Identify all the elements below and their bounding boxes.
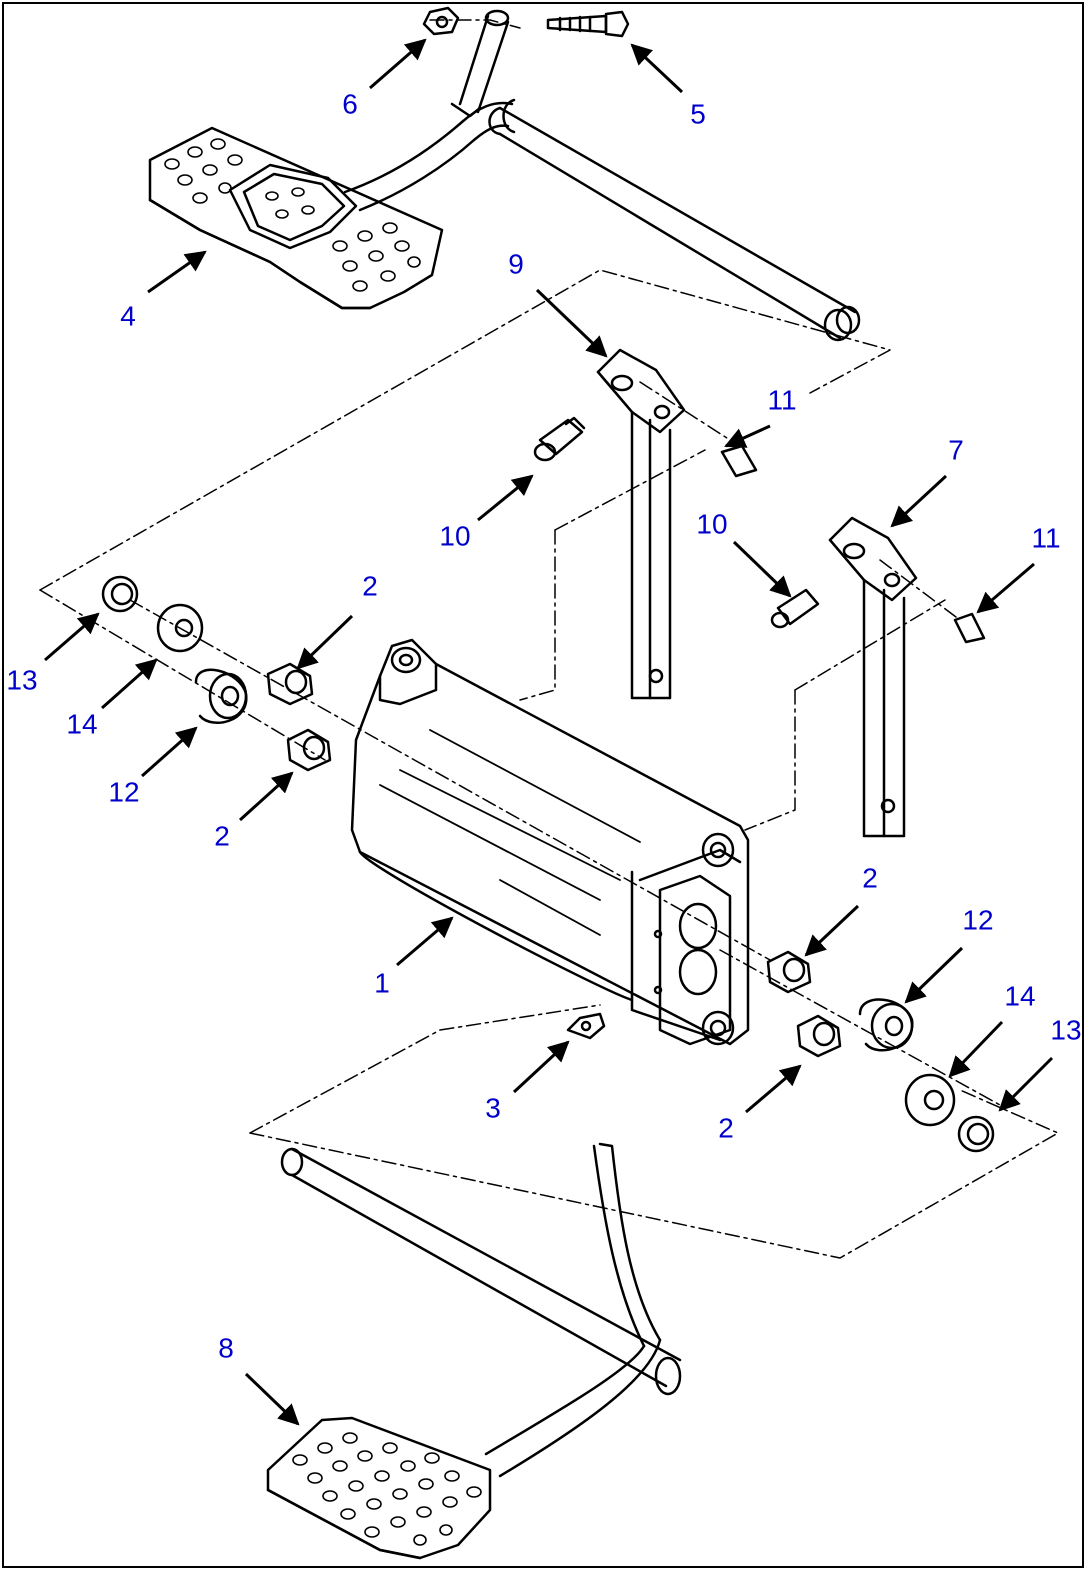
part-9-rod-end bbox=[596, 348, 686, 700]
callout-2: 2 bbox=[718, 1112, 734, 1143]
callout-8: 8 bbox=[218, 1332, 234, 1363]
part-12-spacer-right bbox=[858, 998, 914, 1052]
callout-5: 5 bbox=[690, 98, 706, 129]
callout-10: 10 bbox=[696, 508, 727, 539]
leader-arrow-12 bbox=[141, 726, 198, 778]
callout-11: 11 bbox=[767, 384, 796, 415]
callout-13: 13 bbox=[6, 664, 37, 695]
part-10-pin-lower bbox=[770, 588, 820, 629]
part-4-upper-pedal bbox=[148, 9, 861, 342]
leader-arrow-2 bbox=[745, 1064, 802, 1114]
leader-arrow-13 bbox=[44, 612, 100, 662]
leader-arrow-10 bbox=[732, 540, 792, 598]
part-5-bolt bbox=[546, 10, 630, 38]
callout-7: 7 bbox=[948, 434, 964, 465]
leader-arrow-4 bbox=[147, 250, 207, 294]
leader-arrow-11 bbox=[724, 424, 771, 448]
part-2-bushing-upper-right bbox=[766, 950, 812, 994]
part-6-nut bbox=[422, 6, 460, 36]
part-13-retaining-ring-right bbox=[957, 1115, 995, 1153]
leader-arrow-7 bbox=[890, 474, 948, 528]
leader-arrow-1 bbox=[396, 916, 454, 967]
part-8-lower-pedal bbox=[266, 1142, 682, 1560]
leader-arrow-2 bbox=[804, 904, 860, 957]
callout-2: 2 bbox=[362, 570, 378, 601]
callout-2: 2 bbox=[214, 820, 230, 851]
part-14-washer-right bbox=[904, 1073, 956, 1127]
leader-arrow-8 bbox=[244, 1372, 300, 1426]
part-3-fitting bbox=[566, 1012, 606, 1040]
leader-arrow-10 bbox=[477, 474, 534, 522]
callout-2: 2 bbox=[862, 862, 878, 893]
part-2-bushing-lower-right bbox=[796, 1014, 842, 1058]
leader-arrow-9 bbox=[535, 288, 608, 358]
part-1-valve-body bbox=[350, 638, 750, 1046]
part-12-spacer-left bbox=[194, 668, 248, 724]
callout-10: 10 bbox=[439, 520, 470, 551]
part-10-pin-upper bbox=[533, 416, 586, 462]
leader-arrow-2 bbox=[296, 614, 354, 670]
callout-3: 3 bbox=[485, 1092, 501, 1123]
leader-arrow-11 bbox=[976, 562, 1035, 614]
part-11-clip-upper bbox=[720, 444, 758, 478]
callout-4: 4 bbox=[120, 300, 136, 331]
callout-14: 14 bbox=[1004, 980, 1035, 1011]
leader-arrow-2 bbox=[238, 771, 294, 822]
callout-6: 6 bbox=[342, 88, 358, 119]
leader-arrow-3 bbox=[512, 1040, 570, 1094]
leader-arrow-14 bbox=[948, 1020, 1004, 1078]
leader-arrow-5 bbox=[630, 43, 684, 94]
leader-arrow-13 bbox=[998, 1056, 1054, 1112]
part-2-bushing-lower-left bbox=[286, 728, 332, 772]
callout-12: 12 bbox=[962, 904, 993, 935]
callout-1: 1 bbox=[374, 967, 390, 998]
callout-9: 9 bbox=[508, 248, 524, 279]
leader-arrows bbox=[44, 38, 1054, 1426]
callout-14: 14 bbox=[66, 708, 97, 739]
callout-11: 11 bbox=[1031, 522, 1060, 553]
center-lines bbox=[39, 19, 1059, 1259]
part-11-clip-lower bbox=[953, 612, 986, 644]
callout-12: 12 bbox=[108, 776, 139, 807]
part-7-rod-end bbox=[828, 516, 918, 838]
part-14-washer-left bbox=[156, 603, 204, 653]
part-2-bushing-upper-left bbox=[266, 662, 314, 706]
leader-arrow-12 bbox=[904, 946, 964, 1004]
leader-arrow-14 bbox=[101, 658, 158, 710]
callout-13: 13 bbox=[1050, 1014, 1081, 1045]
part-13-retaining-ring-left bbox=[101, 575, 139, 613]
leader-arrow-6 bbox=[369, 38, 427, 90]
